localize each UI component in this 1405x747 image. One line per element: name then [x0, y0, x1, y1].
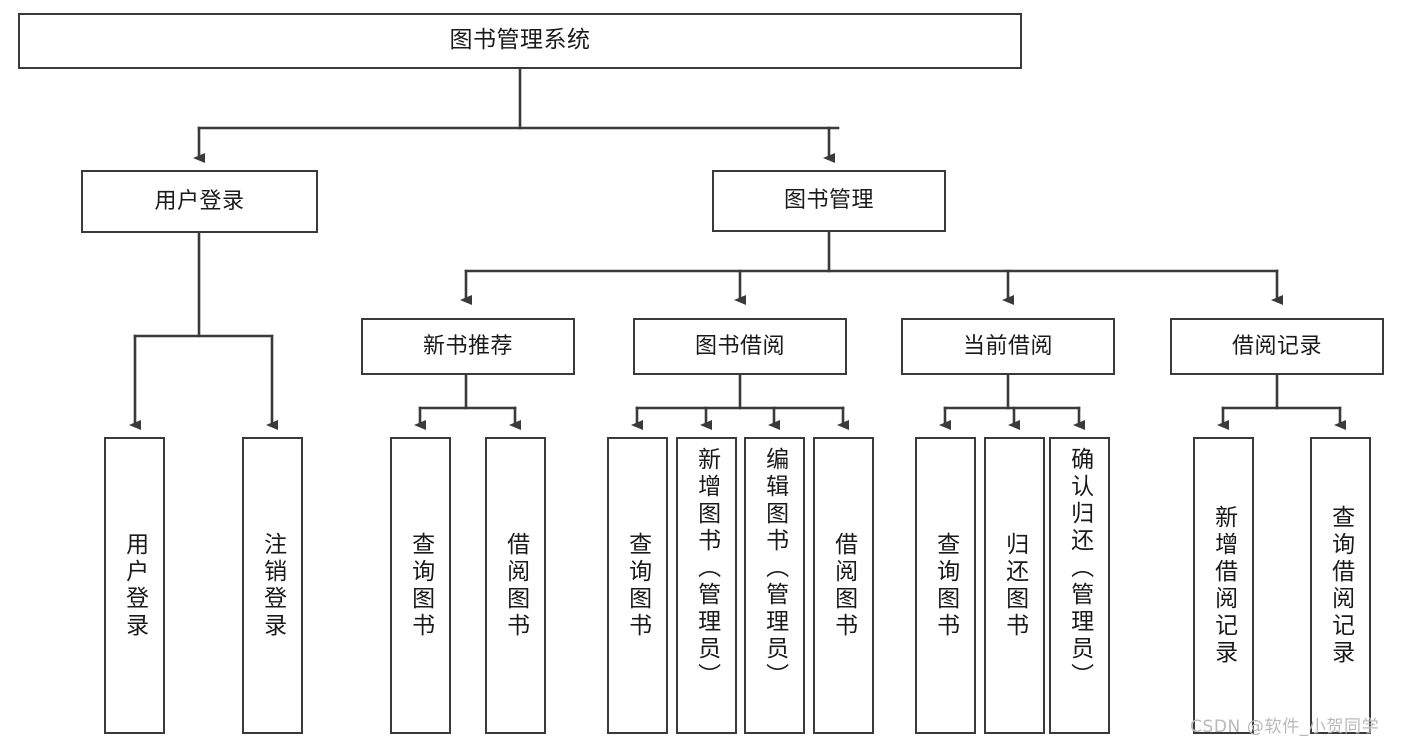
node-label: 查询借阅记录: [1327, 504, 1354, 667]
node-root-book-management-system[interactable]: 图书管理系统: [18, 13, 1022, 69]
node-borrow-record[interactable]: 借阅记录: [1170, 318, 1384, 375]
node-leaf-borrow-book[interactable]: 借阅图书: [813, 437, 874, 734]
node-leaf-user-login[interactable]: 用户登录: [104, 437, 165, 734]
watermark-text: CSDN @软件_小贺同学: [1190, 717, 1380, 737]
node-label: 借阅图书: [830, 531, 857, 640]
node-label: 编辑图书（管理员）: [761, 447, 788, 690]
node-leaf-add-book[interactable]: 新增图书（管理员）: [676, 437, 737, 734]
node-label: 查询图书: [932, 531, 959, 640]
node-leaf-query-book-current[interactable]: 查询图书: [915, 437, 976, 734]
node-label: 查询图书: [624, 531, 651, 640]
node-current-borrow[interactable]: 当前借阅: [901, 318, 1115, 375]
node-label: 图书管理系统: [449, 27, 591, 54]
node-leaf-return-book[interactable]: 归还图书: [984, 437, 1045, 734]
node-leaf-edit-book[interactable]: 编辑图书（管理员）: [744, 437, 805, 734]
node-label: 查询图书: [407, 531, 434, 640]
node-leaf-logout-login[interactable]: 注销登录: [242, 437, 303, 734]
node-label: 图书借阅: [694, 333, 785, 359]
node-label: 当前借阅: [962, 333, 1053, 359]
node-leaf-borrow-book-recommend[interactable]: 借阅图书: [485, 437, 546, 734]
node-label: 归还图书: [1001, 531, 1028, 640]
node-label: 新书推荐: [422, 333, 513, 359]
node-leaf-query-borrow-record[interactable]: 查询借阅记录: [1310, 437, 1371, 734]
node-leaf-confirm-return[interactable]: 确认归还（管理员）: [1049, 437, 1110, 734]
node-label: 用户登录: [154, 188, 245, 214]
node-label: 注销登录: [259, 531, 286, 640]
node-label: 借阅记录: [1231, 333, 1322, 359]
node-label: 新增借阅记录: [1210, 504, 1237, 667]
node-leaf-add-borrow-record[interactable]: 新增借阅记录: [1193, 437, 1254, 734]
node-new-book-recommend[interactable]: 新书推荐: [361, 318, 575, 375]
node-label: 借阅图书: [502, 531, 529, 640]
node-label: 用户登录: [121, 531, 148, 640]
node-leaf-query-book-recommend[interactable]: 查询图书: [390, 437, 451, 734]
node-label: 确认归还（管理员）: [1066, 447, 1093, 690]
node-book-manage[interactable]: 图书管理: [712, 170, 946, 232]
node-book-borrow[interactable]: 图书借阅: [633, 318, 847, 375]
node-label: 新增图书（管理员）: [693, 447, 720, 690]
node-leaf-query-book-borrow[interactable]: 查询图书: [607, 437, 668, 734]
node-user-login[interactable]: 用户登录: [81, 170, 318, 233]
node-label: 图书管理: [783, 188, 874, 214]
